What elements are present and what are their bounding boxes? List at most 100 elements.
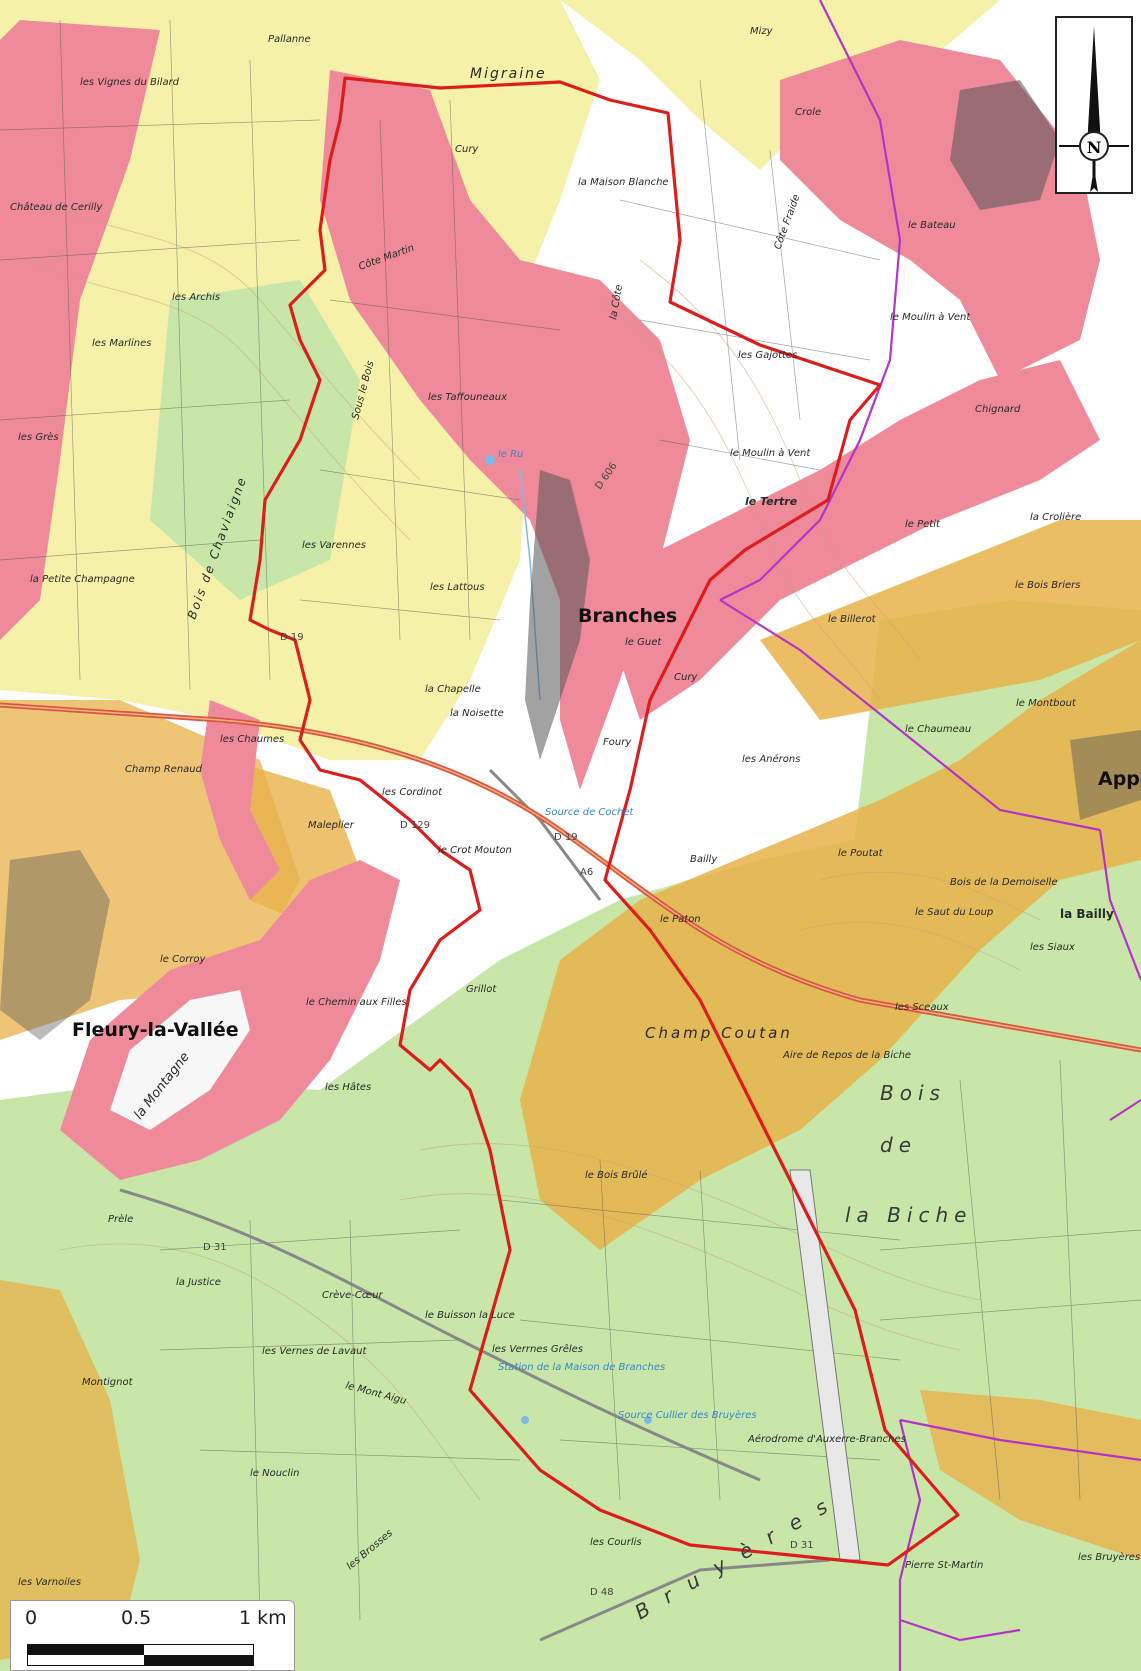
hydro-label: Source Cullier des Bruyères (618, 1409, 757, 1421)
locality-label: les Lattous (430, 582, 485, 593)
locality-label: le Chemin aux Filles (306, 997, 407, 1008)
road-d48 (539, 1558, 831, 1642)
road-label: D 129 (400, 820, 430, 831)
commune-boundary (248, 76, 960, 1567)
compass-needle-icon (1059, 26, 1129, 192)
hydro-label: le Ru (498, 449, 523, 460)
locality-label: le Paton (660, 914, 701, 925)
locality-label: le Montbout (1016, 698, 1077, 709)
locality-label: les Varnoiles (18, 1577, 81, 1588)
locality-label: le Guet (625, 637, 662, 648)
hazard-medium-east (760, 520, 1141, 720)
locality-label: le Buisson la Luce (425, 1310, 515, 1321)
hazard-medium-central (520, 640, 1141, 1250)
locality-label: Chignard (975, 404, 1021, 415)
label-bois-3: la Biche (845, 1203, 972, 1227)
road-d31 (119, 1188, 761, 1482)
locality-label: les Vignes du Bilard (80, 77, 180, 88)
locality-label: le Chaumeau (905, 724, 971, 735)
locality-label: le Bois Briers (1015, 580, 1080, 591)
contour-lines (29, 199, 1041, 1501)
locality-label: le Bateau (908, 220, 956, 231)
locality-label: le Tertre (745, 495, 798, 508)
built-up-areas (0, 80, 1141, 1040)
locality-label: les Courlis (590, 1537, 642, 1548)
locality-label: Crole (795, 107, 821, 118)
label-champ-coutan: Champ Coutan (645, 1024, 793, 1042)
scale-label-1km: 1 km (239, 1607, 287, 1629)
road-label: D 19 (554, 832, 578, 843)
locality-label: Grillot (466, 984, 497, 995)
hydro-label: Source de Cochet (545, 807, 635, 818)
locality-label: Château de Cerilly (10, 201, 103, 213)
hazard-high-branches-east (620, 360, 1100, 720)
road-label: D 48 (590, 1587, 614, 1598)
locality-label: les Gajottes (738, 350, 797, 361)
locality-label: Bois de la Demoiselle (950, 877, 1057, 888)
locality-label: les Archis (172, 292, 220, 303)
locality-label: Cury (455, 144, 479, 155)
locality-label: les Taffouneaux (428, 392, 507, 403)
locality-label: la Petite Champagne (30, 574, 135, 585)
scale-outline (27, 1644, 254, 1666)
road-label: D 31 (203, 1242, 227, 1253)
locality-label: Bailly (690, 854, 718, 865)
locality-label: les Marlines (92, 338, 151, 349)
locality-label: le Corroy (160, 954, 207, 965)
locality-label: la Maison Blanche (578, 177, 669, 188)
hazard-medium-southeast (920, 1390, 1141, 1560)
label-migraine: Migraine (470, 66, 547, 82)
locality-label: les Grès (18, 431, 59, 443)
locality-label: le Saut du Loup (915, 907, 993, 918)
scale-label-half: 0.5 (121, 1607, 152, 1629)
hazard-high-hates (200, 700, 280, 900)
label-bois-1: Bois (880, 1081, 946, 1105)
locality-label: Prèle (108, 1213, 133, 1225)
locality-label: le Poutat (838, 848, 884, 859)
locality-label: le Billerot (828, 614, 877, 625)
locality-label: la Justice (176, 1277, 221, 1288)
road-label: A6 (580, 867, 593, 878)
locality-label: le Moulin à Vent (730, 447, 811, 459)
locality-label: Pierre St-Martin (905, 1560, 983, 1571)
hazard-high-northwest (0, 20, 160, 640)
locality-label: le Petit (905, 519, 941, 530)
road-label: D 31 (790, 1540, 814, 1551)
locality-label: Maleplier (308, 820, 355, 831)
locality-label: les Verrnes Grêles (492, 1343, 583, 1355)
parcel-lines (0, 19, 1141, 1621)
locality-label: Pallanne (268, 34, 311, 45)
hazard-medium-southwest (0, 1280, 140, 1660)
locality-label: les Bruyères (1078, 1551, 1140, 1563)
locality-label: les Varennes (302, 540, 366, 551)
road-label: D 19 (280, 632, 304, 643)
locality-label: Aérodrome d'Auxerre-Branches (747, 1433, 906, 1445)
locality-label: Mizy (750, 26, 774, 37)
locality-label: la Crolière (1030, 511, 1081, 523)
locality-label: Crève-Cœur (322, 1289, 384, 1301)
scale-segment-2 (144, 1655, 254, 1666)
road-d19 (488, 768, 602, 901)
locality-label: le Crot Mouton (438, 845, 512, 856)
locality-label: le Bois Brûlé (585, 1169, 648, 1181)
airfield-runway (789, 1169, 861, 1561)
label-bois-2: de (880, 1133, 917, 1157)
locality-label: les Anérons (742, 753, 800, 765)
locality-label: Aire de Repos de la Biche (782, 1050, 911, 1061)
label-branches: Branches (578, 605, 677, 627)
locality-label: Cury (674, 672, 698, 683)
label-fleury: Fleury-la-Vallée (72, 1019, 239, 1041)
locality-label: Champ Renaud (125, 764, 203, 775)
forest-patch-west (150, 280, 360, 600)
motorway-a6-inner (0, 704, 1141, 1051)
locality-label: les Vernes de Lavaut (262, 1346, 367, 1357)
scale-label-0: 0 (25, 1607, 38, 1629)
montagne-summit (110, 990, 250, 1130)
north-arrow: N (1055, 16, 1133, 194)
hazard-high-central-north (320, 70, 690, 790)
locality-label: les Siaux (1030, 942, 1075, 953)
locality-label: le Nouclin (250, 1468, 299, 1479)
label-appoigny: Appo (1098, 768, 1141, 790)
